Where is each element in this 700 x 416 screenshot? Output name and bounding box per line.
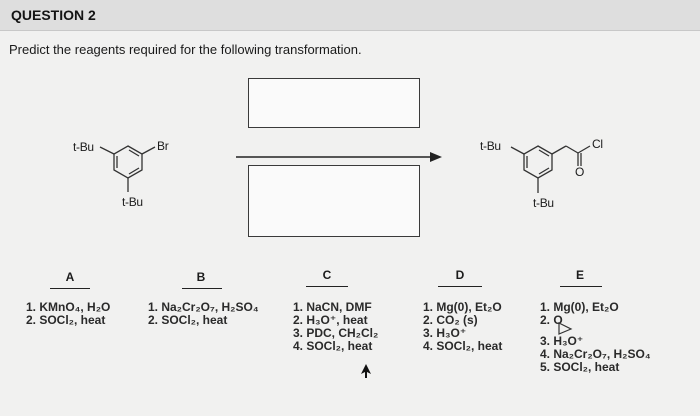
- ethylene-oxide-icon: [558, 322, 573, 335]
- option-a-underline: [50, 288, 90, 289]
- product-tbu-bottom: t-Bu: [533, 196, 554, 210]
- option-c-step-2: 2. H₃O⁺, heat: [293, 313, 368, 327]
- option-a-steps: 1. KMnO₄, H₂O 2. SOCl₂, heat: [26, 301, 110, 327]
- option-c-steps: 1. NaCN, DMF 2. H₃O⁺, heat 3. PDC, CH₂Cl…: [293, 301, 378, 353]
- reagent-answer-box-bottom[interactable]: [248, 165, 420, 237]
- option-c-step-1: 1. NaCN, DMF: [293, 300, 372, 314]
- option-d-steps: 1. Mg(0), Et₂O 2. CO₂ (s) 3. H₃O⁺ 4. SOC…: [423, 301, 502, 353]
- option-e-steps: 1. Mg(0), Et₂O 2. O 3. H₃O⁺ 4. Na₂Cr₂O₇,…: [540, 301, 651, 374]
- option-a-step-1: 1. KMnO₄, H₂O: [26, 300, 111, 314]
- option-e-step-3: 3. H₃O⁺: [540, 334, 584, 348]
- option-d-step-3: 3. H₃O⁺: [423, 326, 467, 340]
- option-a-step-2: 2. SOCl₂, heat: [26, 313, 106, 327]
- option-b-step-1: 1. Na₂Cr₂O₇, H₂SO₄: [148, 300, 259, 314]
- option-d-step-1: 1. Mg(0), Et₂O: [423, 300, 502, 314]
- option-e-step-1: 1. Mg(0), Et₂O: [540, 300, 619, 314]
- option-e-underline: [560, 286, 602, 287]
- option-b-steps: 1. Na₂Cr₂O₇, H₂SO₄ 2. SOCl₂, heat: [148, 301, 259, 327]
- option-d-underline: [438, 286, 482, 287]
- question-header: QUESTION 2: [0, 0, 700, 31]
- option-b-underline: [182, 288, 222, 289]
- reagent-answer-box-top[interactable]: [248, 78, 420, 128]
- option-e-step-2: 2. O: [540, 313, 563, 327]
- question-title: QUESTION 2: [11, 7, 96, 23]
- option-c-underline: [306, 286, 348, 287]
- option-e-letter: E: [575, 268, 584, 282]
- start-tbu-top: t-Bu: [73, 140, 94, 154]
- mouse-pointer-icon: [361, 364, 371, 378]
- option-a-letter: A: [65, 270, 75, 284]
- option-d-step-4: 4. SOCl₂, heat: [423, 339, 503, 353]
- start-tbu-bottom: t-Bu: [122, 195, 143, 209]
- option-b-letter: B: [196, 270, 206, 284]
- option-c-step-4: 4. SOCl₂, heat: [293, 339, 373, 353]
- option-d-step-2: 2. CO₂ (s): [423, 313, 478, 327]
- option-b-step-2: 2. SOCl₂, heat: [148, 313, 228, 327]
- option-c-step-3: 3. PDC, CH₂Cl₂: [293, 326, 379, 340]
- product-chlorine: Cl: [592, 137, 603, 151]
- option-e-step-5: 5. SOCl₂, heat: [540, 360, 620, 374]
- option-e-step-4: 4. Na₂Cr₂O₇, H₂SO₄: [540, 347, 651, 361]
- option-c-letter: C: [322, 268, 332, 282]
- start-bromine: Br: [157, 139, 169, 153]
- option-d-letter: D: [455, 268, 465, 282]
- product-tbu-top: t-Bu: [480, 139, 501, 153]
- question-prompt: Predict the reagents required for the fo…: [9, 42, 362, 57]
- product-carbonyl-oxygen: O: [575, 165, 585, 179]
